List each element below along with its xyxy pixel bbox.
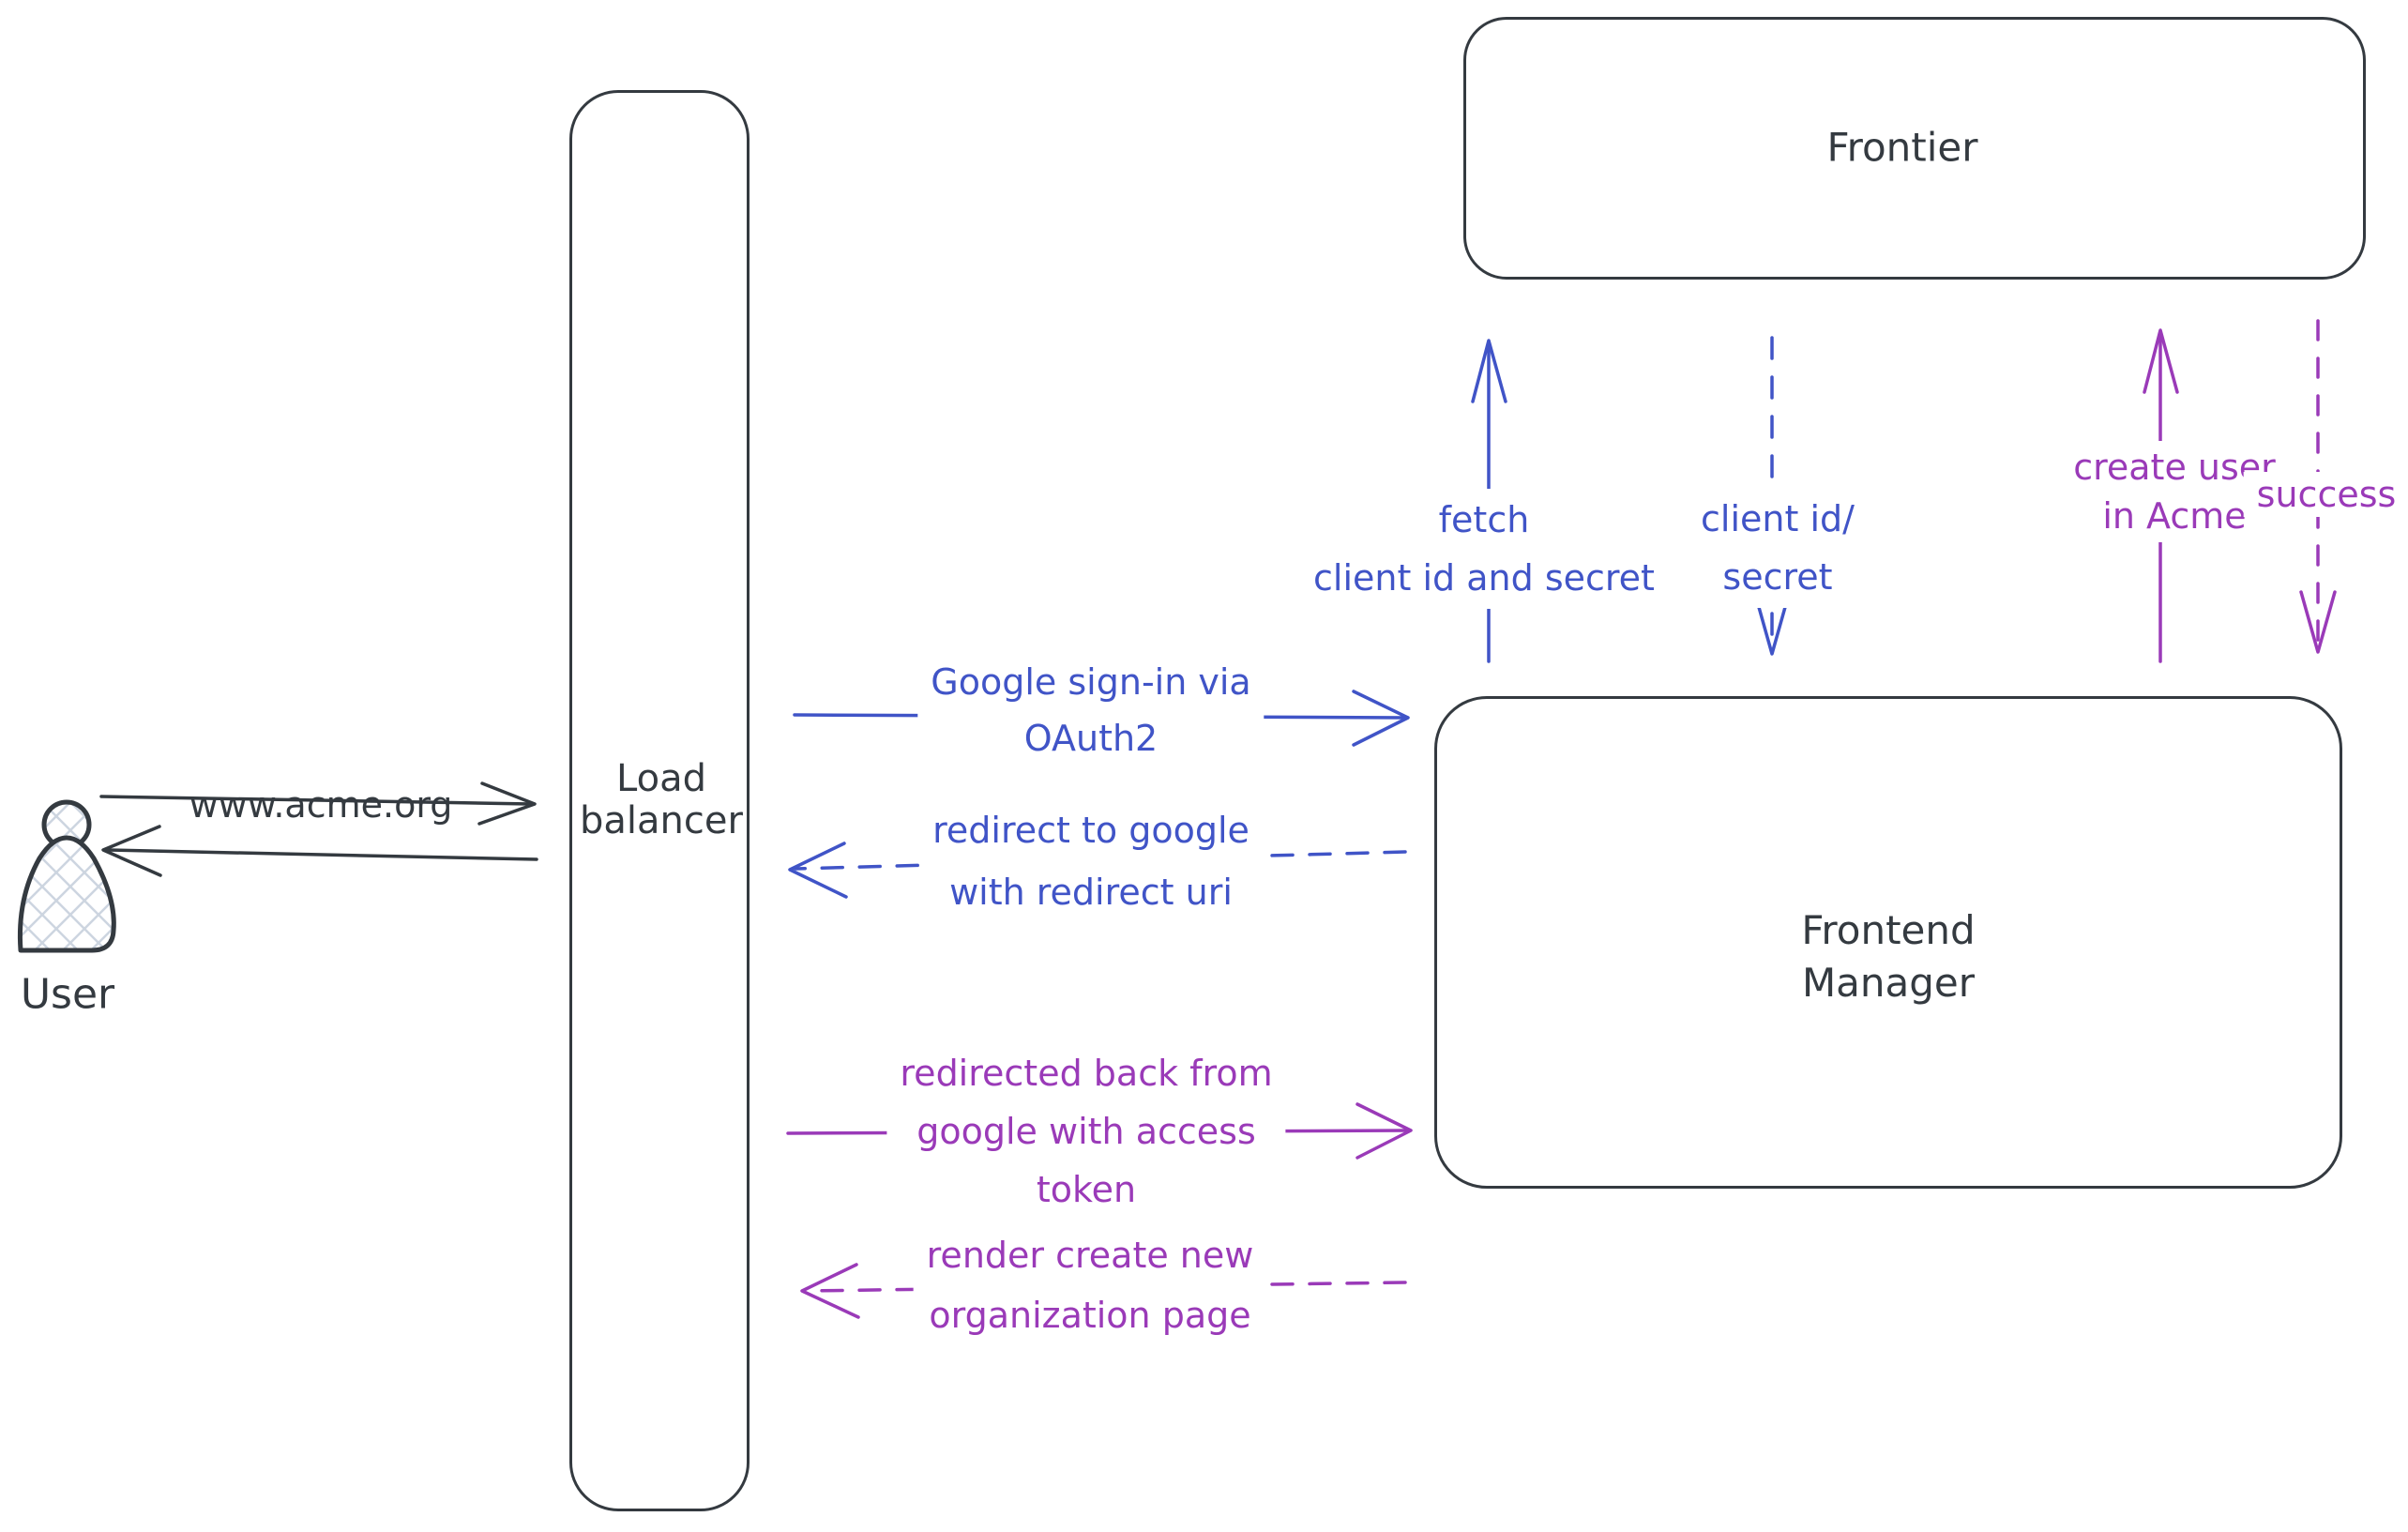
redirect-to-google-label: redirect to google with redirect uri	[919, 797, 1263, 925]
frontend-manager-label: Frontend Manager	[1801, 907, 1976, 1006]
frontier-label: Frontier	[1826, 124, 1978, 171]
user-body	[17, 835, 116, 953]
frontier-box	[1463, 17, 2366, 280]
success-label: success	[2243, 472, 2408, 517]
acme-request-label: www.acme.org	[189, 784, 453, 826]
client-id-secret-label: client id/ secret	[1688, 488, 1868, 608]
frontend-manager-box	[1434, 696, 2342, 1189]
load-balancer-box	[569, 90, 750, 1511]
acme-request-arrow	[99, 781, 537, 826]
redirected-back-label: redirected back from google with access …	[886, 1042, 1286, 1221]
fetch-client-label: fetch client id and secret	[1300, 489, 1668, 609]
load-balancer-label: Load balancer	[580, 757, 743, 842]
google-signin-label: Google sign-in via OAuth2	[917, 652, 1265, 768]
user-label: User	[20, 970, 115, 1019]
render-org-page-label: render create new organization page	[913, 1223, 1267, 1347]
return-to-user-arrow	[101, 825, 538, 877]
